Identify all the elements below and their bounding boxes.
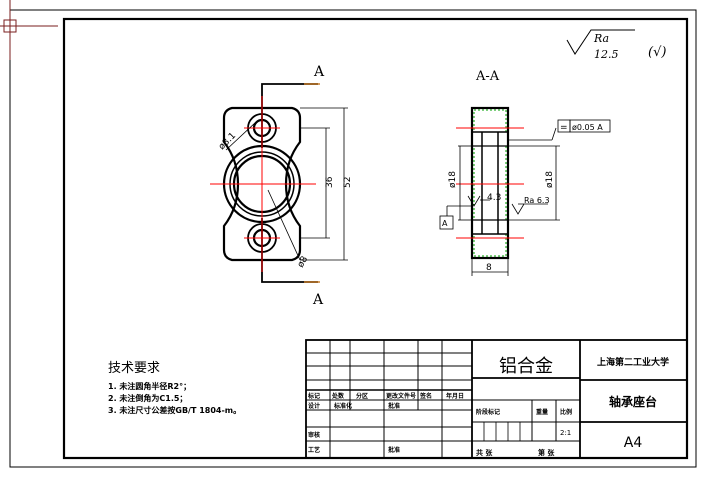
scale-label: 比例 — [560, 408, 572, 416]
hatch-top — [473, 109, 507, 133]
sheet-total: 共 张 — [476, 448, 493, 457]
rev-label-6: 年月日 — [446, 392, 464, 400]
review-label: 审核 — [308, 431, 320, 439]
hole-leader — [225, 121, 257, 151]
tech-req-line-1: 1. 未注圆角半径R2°； — [108, 381, 191, 392]
roughness-other: (√) — [648, 45, 666, 60]
dim-inner: 36 — [325, 176, 335, 188]
tol-symbol: = — [560, 123, 568, 133]
part-name: 轴承座台 — [609, 394, 657, 409]
view-label-bottom: A — [312, 292, 324, 308]
weight-label: 重量 — [536, 408, 548, 416]
section-ra-right: Ra 6.3 — [524, 196, 550, 205]
section-view: A-A ø18 4.3 A ø18 — [439, 69, 611, 276]
hatch-left — [473, 145, 483, 221]
material: 铝合金 — [499, 356, 553, 377]
standard-label: 标准化 — [333, 402, 352, 410]
rev-label-3: 分区 — [356, 392, 368, 400]
section-outline — [470, 106, 510, 260]
tol-value-cell — [569, 119, 611, 133]
approve-label-1: 批准 — [388, 402, 400, 410]
section-label: A-A — [475, 69, 500, 84]
section-dim-right: ø18 — [545, 171, 555, 188]
ucs-cursor-icon[interactable] — [0, 0, 58, 60]
tech-req-title: 技术要求 — [108, 361, 160, 376]
rev-label-5: 签名 — [419, 392, 432, 400]
hatch-bottom — [473, 233, 507, 257]
school-name: 上海第二工业大学 — [597, 356, 669, 368]
rev-label-1: 标记 — [307, 392, 320, 400]
front-view: A A ø8.1 ø8 36 52 — [210, 64, 353, 308]
roughness-symbol — [566, 29, 635, 55]
ra-symbol-left — [467, 195, 481, 207]
datum-box — [439, 215, 454, 230]
ra-symbol-right — [511, 203, 525, 215]
stage-label: 阶段标记 — [476, 408, 500, 416]
tech-req-line-3: 3. 未注尺寸公差按GB/T 1804-m。 — [108, 405, 241, 415]
roughness-note: Ra 12.5 (√) — [566, 29, 666, 61]
approve-label-2: 批准 — [388, 446, 400, 454]
datum-letter: A — [442, 219, 448, 228]
design-label: 设计 — [308, 402, 320, 410]
rev-label-2: 处数 — [331, 392, 345, 400]
inner-frame — [62, 17, 689, 460]
section-dim-groove: 4.3 — [487, 193, 501, 203]
roughness-value: 12.5 — [594, 48, 619, 61]
sheet-number: 第 张 — [538, 448, 555, 457]
section-dim-width: 8 — [486, 263, 492, 273]
view-label-top: A — [313, 64, 325, 80]
slot-leader — [267, 189, 301, 261]
hatch-right — [497, 145, 507, 221]
outer-border — [9, 9, 697, 468]
scale-value: 2:1 — [560, 429, 571, 437]
rev-label-4: 更改文件号 — [386, 392, 416, 400]
tech-requirements: 技术要求 1. 未注圆角半径R2°； 2. 未注倒角为C1.5； 3. 未注尺寸… — [108, 361, 241, 415]
tech-req-line-2: 2. 未注倒角为C1.5； — [108, 393, 187, 404]
title-block: 铝合金 上海第二工业大学 轴承座台 A4 标记 处数 分区 更改文件号 签名 年… — [305, 339, 688, 459]
process-label: 工艺 — [308, 446, 320, 454]
dim-slot: ø8 — [296, 255, 310, 270]
paper-size: A4 — [624, 435, 643, 451]
tol-value: ø0.05 A — [572, 123, 603, 132]
section-dim-left: ø18 — [448, 171, 458, 188]
roughness-ra: Ra — [593, 32, 609, 45]
front-body-outline — [222, 106, 302, 262]
dim-outer: 52 — [343, 177, 353, 188]
